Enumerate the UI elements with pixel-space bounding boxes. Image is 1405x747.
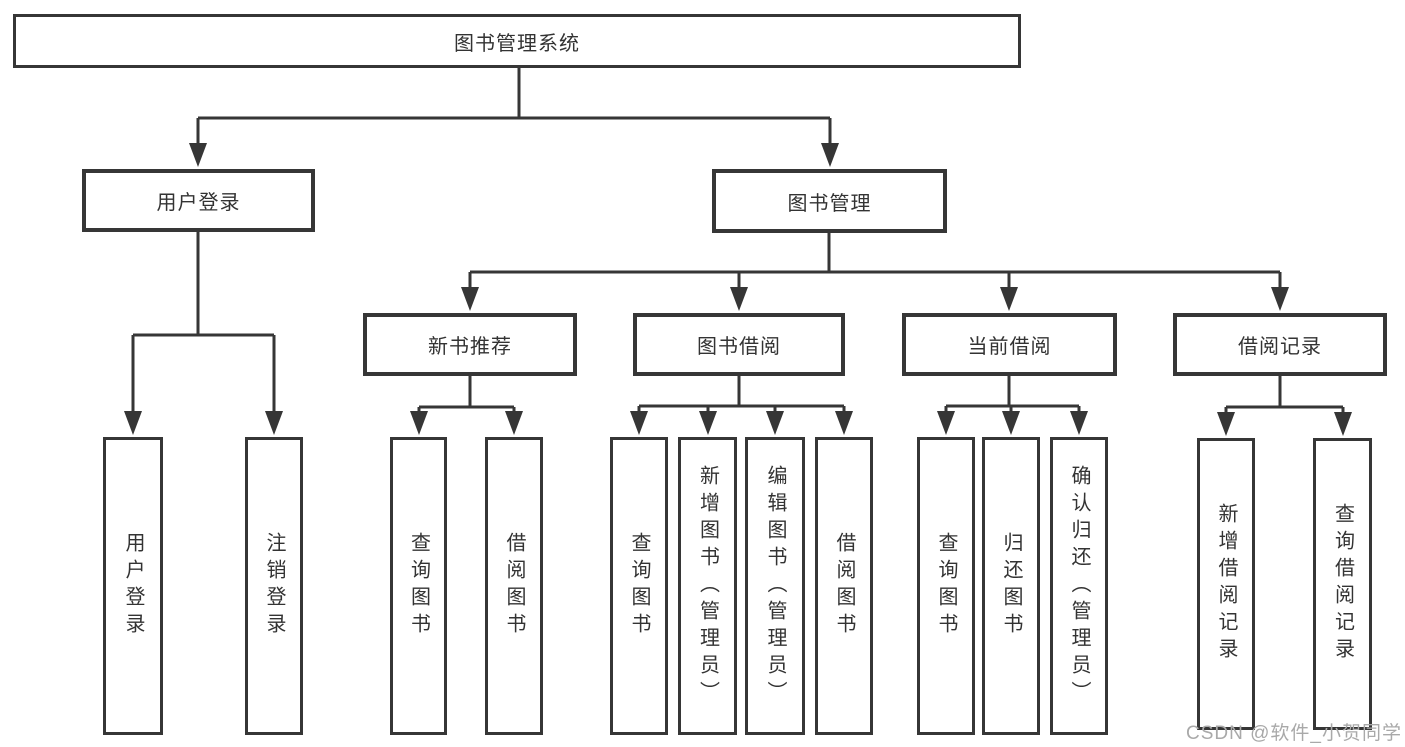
node-new-book-recommend: 新书推荐 <box>363 313 577 376</box>
csdn-watermark: CSDN @软件_小贺同学 <box>1186 723 1402 744</box>
node-current-borrow: 当前借阅 <box>902 313 1117 376</box>
leaf-query-books-borrow: 查询图书 <box>610 437 668 735</box>
leaf-confirm-return-admin: 确认归还（管理员） <box>1050 437 1108 735</box>
leaf-borrow-books-recommend: 借阅图书 <box>485 437 543 735</box>
leaf-logout: 注销登录 <box>245 437 303 735</box>
node-book-management: 图书管理 <box>712 169 947 233</box>
leaf-return-books: 归还图书 <box>982 437 1040 735</box>
leaf-query-books-recommend: 查询图书 <box>390 437 447 735</box>
node-library-system: 图书管理系统 <box>13 14 1021 68</box>
leaf-query-books-current: 查询图书 <box>917 437 975 735</box>
leaf-query-borrow-record: 查询借阅记录 <box>1313 438 1372 730</box>
leaf-add-books-admin: 新增图书（管理员） <box>678 437 737 735</box>
leaf-user-login: 用户登录 <box>103 437 163 735</box>
node-borrow-records: 借阅记录 <box>1173 313 1387 376</box>
node-book-borrow: 图书借阅 <box>633 313 845 376</box>
leaf-add-borrow-record: 新增借阅记录 <box>1197 438 1255 730</box>
node-user-login: 用户登录 <box>82 169 315 232</box>
leaf-borrow-books: 借阅图书 <box>815 437 873 735</box>
leaf-edit-books-admin: 编辑图书（管理员） <box>745 437 805 735</box>
